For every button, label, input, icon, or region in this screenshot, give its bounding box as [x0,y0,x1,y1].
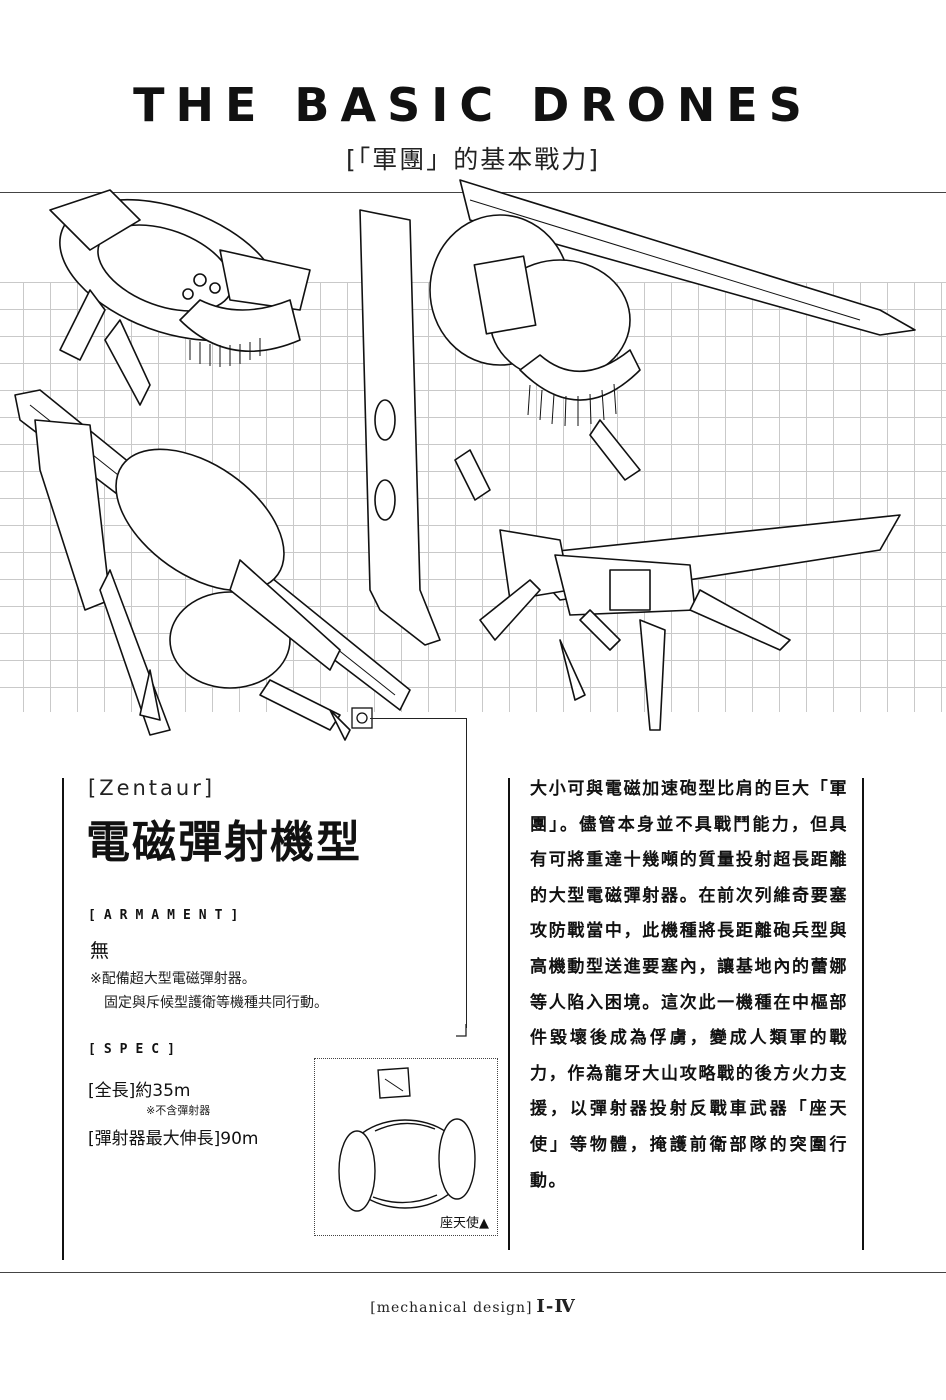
spec-panel-rule [62,778,64,1260]
page-footer: [mechanical design]I-Ⅳ [0,1296,946,1317]
drone-view-1 [49,189,311,406]
leader-line-vertical [466,718,467,1028]
description-rule-left [508,778,510,1250]
footer-label: [mechanical design] [370,1300,533,1316]
drone-view-2 [359,179,916,646]
model-code: [Zentaur] [88,776,216,800]
spec-length: [全長]約35m [88,1081,191,1101]
page-title: THE BASIC DRONES [133,78,813,132]
page-subtitle: [「軍團」的基本戰力] [345,145,600,174]
spec-extension: [彈射器最大伸長]90m [88,1129,259,1149]
armament-note-1: ※配備超大型電磁彈射器。 [90,971,256,987]
description-text: 大小可與電磁加速砲型比肩的巨大「軍團」。儘管本身並不具戰鬥能力，但具有可將重達十… [530,779,848,1191]
spec-length-note: ※不含彈射器 [146,1104,211,1117]
armament-note-2: 固定與斥候型護衛等機種共同行動。 [104,995,328,1011]
drone-illustration-icon [14,179,916,741]
shell-illustration-icon [338,1067,476,1212]
inset-caption: 座天使▲ [440,1216,489,1231]
model-name: 電磁彈射機型 [86,817,362,868]
page-number: I-Ⅳ [536,1296,576,1317]
drone-view-4 [479,514,901,731]
inset-box: 座天使▲ [314,1058,498,1236]
bottom-divider [0,1272,946,1273]
armament-label: [ARMAMENT] [88,908,247,923]
description-rule-right [862,778,864,1250]
leader-arrow-icon [456,1024,467,1037]
leader-line-horizontal [370,718,466,719]
armament-value: 無 [90,940,110,962]
spec-label: [SPEC] [88,1042,183,1057]
drone-view-3 [14,389,411,741]
